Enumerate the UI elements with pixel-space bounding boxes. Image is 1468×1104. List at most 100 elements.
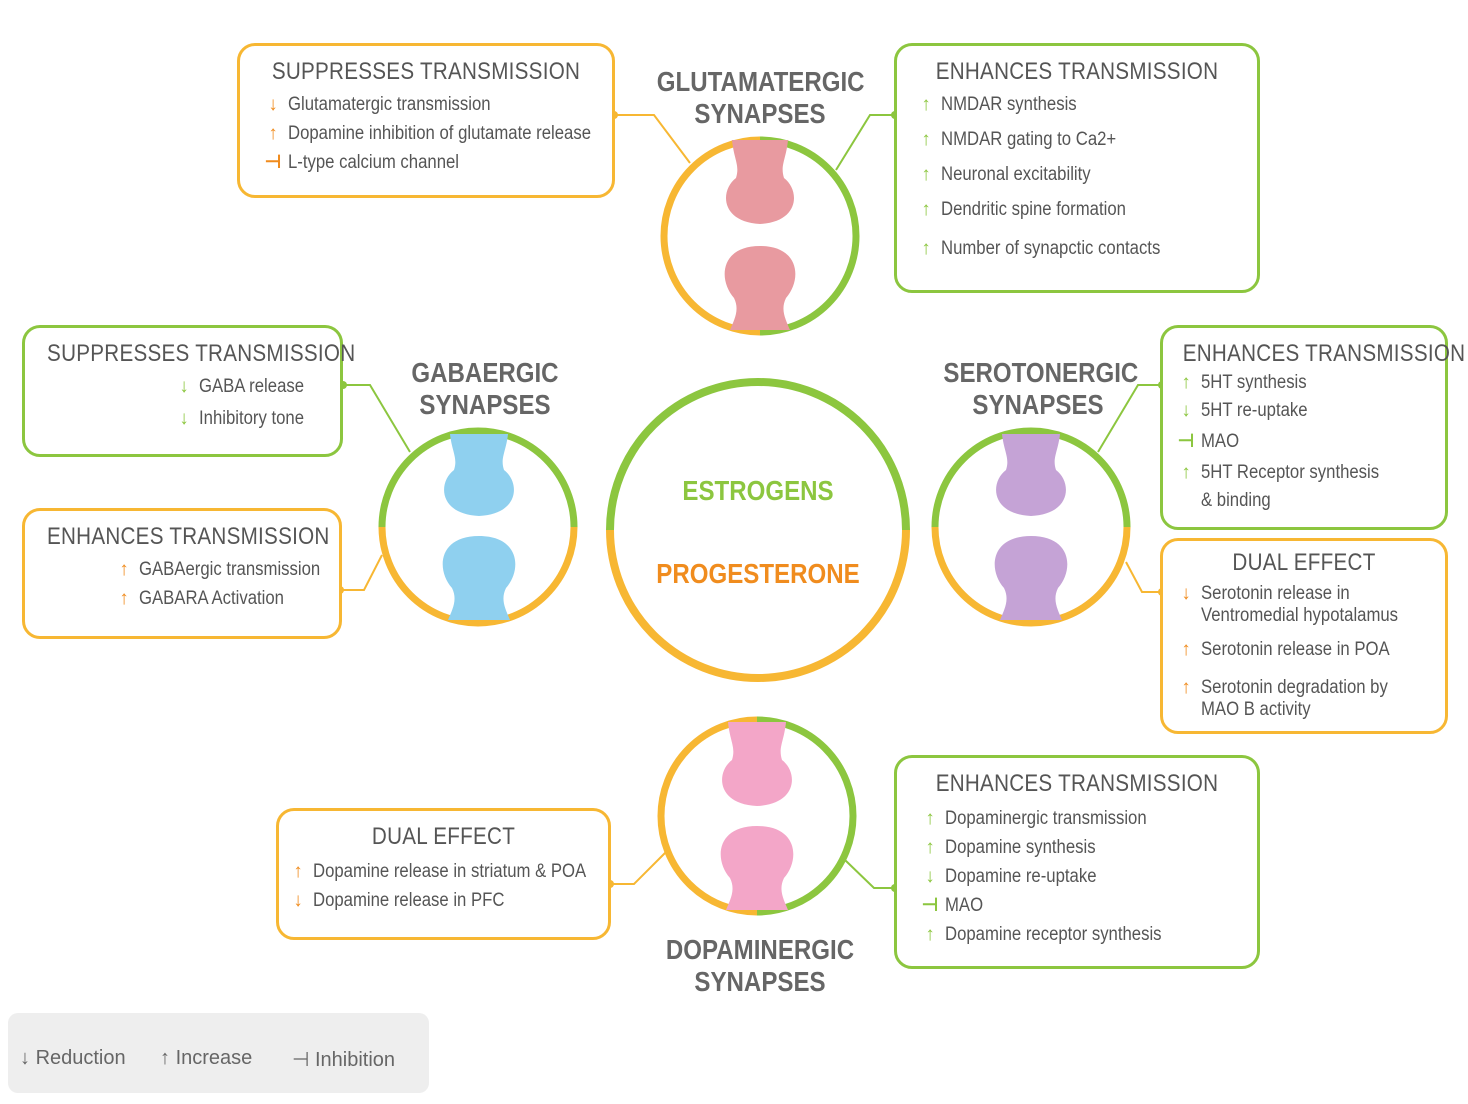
- increase-arrow-icon: ↑: [268, 123, 278, 144]
- decrease-arrow-icon: ↓: [293, 890, 303, 911]
- inhibition-icon: ⊣: [292, 1049, 310, 1071]
- increase-arrow-icon: ↑: [119, 588, 129, 609]
- inhibition-icon: ⊣: [1177, 431, 1195, 452]
- gabaergic-label-line2: SYNAPSES: [419, 389, 551, 420]
- decrease-arrow-icon: ↓: [925, 866, 935, 887]
- item-text: Number of synapctic contacts: [941, 238, 1161, 259]
- list-item: ⊣MAO: [1171, 431, 1445, 453]
- box-title: SUPPRESSES TRANSMISSION: [271, 58, 581, 85]
- item-text: Ventromedial hypotalamus: [1201, 605, 1399, 626]
- item-text: & binding: [1201, 490, 1271, 511]
- connector-lines: [340, 114, 1162, 889]
- item-text: GABAergic transmission: [139, 559, 321, 580]
- list-item: ↑ GABARA Activation: [109, 588, 339, 610]
- item-text: MAO: [945, 895, 984, 916]
- list-item: ↑Dopaminergic transmission: [915, 808, 1257, 830]
- increase-arrow-icon: ↑: [921, 199, 931, 220]
- list-item: ↑Dopamine release in striatum & POA: [283, 861, 608, 883]
- list-item: Ventromedial hypotalamus: [1171, 605, 1445, 627]
- gaba-suppress-box: SUPPRESSES TRANSMISSION ↓GABA release ↓I…: [22, 325, 355, 457]
- glut-enhance-box: ENHANCES TRANSMISSION ↑NMDAR synthesis ↑…: [894, 43, 1260, 293]
- increase-arrow-icon: ↑: [119, 559, 129, 580]
- item-text: Serotonin degradation by: [1201, 677, 1388, 698]
- connector-sero-dual: [1125, 561, 1162, 593]
- item-text: Dopamine release in PFC: [313, 890, 505, 911]
- estrogens-label: ESTROGENS: [682, 475, 834, 506]
- item-text: Dopamine synthesis: [945, 837, 1096, 858]
- dopa-dual-box: DUAL EFFECT ↑Dopamine release in striatu…: [276, 808, 611, 940]
- list-item: & binding: [1171, 490, 1445, 512]
- increase-arrow-icon: ↑: [921, 238, 931, 259]
- item-text: Dopamine inhibition of glutamate release: [288, 123, 592, 144]
- dopaminergic-label-line1: DOPAMINERGIC: [665, 934, 855, 965]
- dopa-enhance-box: ENHANCES TRANSMISSION ↑Dopaminergic tran…: [894, 755, 1260, 969]
- increase-arrow-icon: ↑: [921, 164, 931, 185]
- legend-inhibition-label: Inhibition: [314, 1049, 396, 1071]
- decrease-arrow-icon: ↓: [20, 1047, 30, 1069]
- increase-arrow-icon: ↑: [1181, 677, 1191, 698]
- decrease-arrow-icon: ↓: [1181, 583, 1191, 604]
- connector-glut-enhance: [835, 114, 895, 171]
- box-title: ENHANCES TRANSMISSION: [46, 523, 330, 550]
- list-item: MAO B activity: [1171, 699, 1445, 721]
- item-text: Dopamine re-uptake: [945, 866, 1097, 887]
- increase-arrow-icon: ↑: [925, 808, 935, 829]
- box-title: DUAL EFFECT: [371, 823, 516, 850]
- increase-arrow-icon: ↑: [925, 837, 935, 858]
- item-text: MAO B activity: [1201, 699, 1311, 720]
- list-item: ↑ Dendritic spine formation: [911, 199, 1257, 221]
- serotonergic-label: SEROTONERGIC SYNAPSES: [943, 357, 1138, 421]
- list-item: ↑5HT synthesis: [1171, 372, 1445, 394]
- list-item: ↓Inhibitory tone: [169, 408, 340, 430]
- list-item: ↓ GABA release: [169, 376, 340, 398]
- inhibition-icon: ⊣: [264, 152, 282, 173]
- decrease-arrow-icon: ↓: [268, 94, 278, 115]
- glutamatergic-label: GLUTAMATERGIC SYNAPSES: [657, 66, 865, 130]
- glutamatergic-label-line2: SYNAPSES: [694, 98, 826, 129]
- decrease-arrow-icon: ↓: [1181, 400, 1191, 421]
- glutamatergic-synapse-ring: [660, 136, 860, 336]
- item-text: GABARA Activation: [139, 588, 284, 609]
- list-item: ↑NMDAR gating to Ca2+: [911, 129, 1257, 151]
- item-text: GABA release: [199, 376, 305, 397]
- list-item: ↓ Dopamine re-uptake: [915, 866, 1257, 888]
- box-title: ENHANCES TRANSMISSION: [1182, 340, 1466, 367]
- gabaergic-synapse-ring: [378, 427, 578, 627]
- connector-dopa-enhance: [844, 859, 895, 889]
- legend-inhibition: ⊣ Inhibition: [292, 1047, 395, 1072]
- legend-reduction-label: Reduction: [35, 1047, 126, 1069]
- list-item: ↑ Serotonin degradation by: [1171, 677, 1445, 699]
- serotonergic-label-line2: SYNAPSES: [972, 389, 1104, 420]
- dopaminergic-synapse-ring: [657, 716, 857, 916]
- legend-increase: ↑ Increase: [160, 1047, 252, 1070]
- gabaergic-synapse-shape: [442, 434, 516, 620]
- legend: ↓ Reduction ↑ Increase ⊣ Inhibition: [8, 1013, 429, 1093]
- serotonergic-synapse-ring: [931, 427, 1131, 627]
- item-text: L-type calcium channel: [288, 152, 460, 173]
- increase-arrow-icon: ↑: [160, 1047, 170, 1069]
- list-item: ↑ NMDAR synthesis: [911, 94, 1257, 116]
- list-item: ↑Dopamine receptor synthesis: [915, 924, 1257, 946]
- list-item: ↓ 5HT re-uptake: [1171, 400, 1445, 422]
- decrease-arrow-icon: ↓: [179, 376, 189, 397]
- increase-arrow-icon: ↑: [293, 861, 303, 882]
- increase-arrow-icon: ↑: [921, 94, 931, 115]
- item-text: NMDAR synthesis: [941, 94, 1077, 115]
- item-text: Dopamine receptor synthesis: [945, 924, 1162, 945]
- increase-arrow-icon: ↑: [1181, 639, 1191, 660]
- hormone-circle: [606, 378, 910, 682]
- dopaminergic-synapse-shape: [720, 722, 794, 910]
- item-text: Inhibitory tone: [199, 408, 305, 429]
- item-text: 5HT synthesis: [1201, 372, 1307, 393]
- connector-gaba-enhance: [340, 554, 383, 591]
- item-text: Dendritic spine formation: [941, 199, 1126, 220]
- connector-sero-enhance: [1097, 384, 1162, 453]
- serotonergic-synapse-shape: [994, 434, 1068, 620]
- connector-glut-suppress: [614, 114, 691, 164]
- progesterone-label: PROGESTERONE: [656, 558, 860, 589]
- glut-suppress-box: SUPPRESSES TRANSMISSION ↓Glutamatergic t…: [237, 43, 615, 198]
- item-text: 5HT re-uptake: [1201, 400, 1308, 421]
- item-text: 5HT Receptor synthesis: [1201, 462, 1380, 483]
- dopaminergic-label: DOPAMINERGIC SYNAPSES: [657, 934, 863, 998]
